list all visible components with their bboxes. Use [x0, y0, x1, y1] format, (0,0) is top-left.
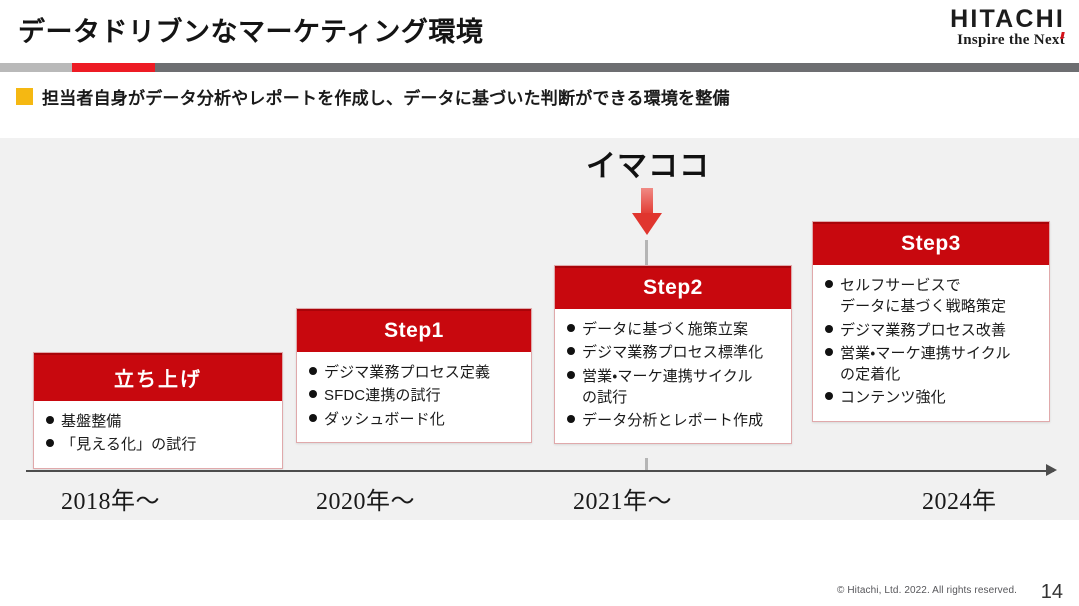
timeline-axis-arrow-icon [1046, 464, 1057, 476]
list-item-label: 営業・マーケ連携サイクル の定着化 [840, 343, 1039, 386]
list-item: セルフサービスで データに基づく戦略策定 [825, 275, 1039, 318]
bullet-dot-icon [309, 413, 317, 422]
list-item-label: セルフサービスで データに基づく戦略策定 [840, 275, 1039, 318]
list-item-label: データ分析とレポート作成 [582, 412, 764, 430]
list-item: 基盤整備 [46, 411, 272, 432]
header-divider-bar [0, 63, 1079, 72]
list-item-line2: の定着化 [840, 366, 901, 384]
step2-axis-connector-line [645, 458, 648, 471]
list-item: 「見える化」の試行 [46, 434, 272, 455]
list-item: データに基づく施策立案 [567, 319, 781, 340]
subtitle-row: 担当者自身がデータ分析やレポートを作成し、データに基づいた判断ができる環境を整備 [16, 84, 730, 109]
bullet-dot-icon [825, 347, 833, 356]
subtitle-bullet-square-icon [16, 88, 33, 105]
timeline-year-label: 2021年〜 [573, 489, 672, 515]
list-item-line2: データに基づく戦略策定 [840, 298, 1007, 316]
list-item-line1: 営業・マーケ連携サイクル [840, 344, 1011, 362]
list-item: デジマ業務プロセス定義 [309, 362, 521, 383]
list-item: 営業・マーケ連携サイクル の定着化 [825, 343, 1039, 386]
timeline-card-step1[interactable]: Step1 デジマ業務プロセス定義 SFDC連携の試行 ダッシュボード化 [296, 308, 532, 443]
logo-wordmark: HITACHI [950, 5, 1065, 33]
list-item-label: SFDC連携の試行 [324, 387, 441, 405]
card-title: 立ち上げ [34, 353, 282, 401]
bullet-dot-icon [46, 416, 54, 424]
bullet-dot-icon [825, 324, 833, 333]
list-item-label: 「見える化」の試行 [61, 436, 197, 454]
subtitle-text: 担当者自身がデータ分析やレポートを作成し、データに基づいた判断ができる環境を整備 [42, 89, 730, 108]
card-body: セルフサービスで データに基づく戦略策定 デジマ業務プロセス改善 営業・マーケ連… [813, 265, 1049, 421]
timeline-card-launch[interactable]: 立ち上げ 基盤整備 「見える化」の試行 [33, 352, 283, 469]
list-item: デジマ業務プロセス標準化 [567, 342, 781, 363]
divider-segment-light [0, 63, 72, 72]
divider-segment-dark [155, 63, 1079, 72]
arrow-shaft [641, 188, 653, 214]
bullet-dot-icon [567, 347, 575, 356]
bullet-dot-icon [567, 415, 575, 424]
timeline-year-label: 2020年〜 [316, 489, 415, 515]
list-item: SFDC連携の試行 [309, 385, 521, 406]
bullet-dot-icon [567, 324, 575, 332]
list-item-label: デジマ業務プロセス改善 [840, 321, 1007, 339]
timeline-card-step2[interactable]: Step2 データに基づく施策立案 デジマ業務プロセス標準化 営業・マーケ連携サ… [554, 265, 792, 445]
logo-tagline: Inspire the Next [957, 32, 1065, 49]
bullet-dot-icon [46, 439, 54, 448]
card-title: Step1 [297, 309, 531, 352]
list-item-label: コンテンツ強化 [840, 389, 946, 407]
bullet-dot-icon [309, 390, 317, 399]
card-body: 基盤整備 「見える化」の試行 [34, 401, 282, 468]
timeline-axis [26, 470, 1054, 472]
bullet-dot-icon [309, 367, 317, 375]
page-title: データドリブンなマーケティング環境 [18, 17, 484, 47]
bullet-dot-icon [825, 280, 833, 288]
list-item: デジマ業務プロセス改善 [825, 320, 1039, 341]
bullet-dot-icon [567, 370, 575, 379]
list-item-label: 営業・マーケ連携サイクル の試行 [582, 366, 781, 409]
list-item-label: デジマ業務プロセス標準化 [582, 344, 764, 362]
list-item-line2: の試行 [582, 388, 628, 406]
current-position-arrow-icon [632, 188, 662, 236]
arrow-head [632, 213, 662, 235]
list-item-label: デジマ業務プロセス定義 [324, 364, 491, 381]
hitachi-logo: HITACHI Inspire the Next [950, 6, 1065, 49]
current-position-label: イマココ [586, 150, 710, 183]
list-item: データ分析とレポート作成 [567, 410, 781, 431]
card-body: データに基づく施策立案 デジマ業務プロセス標準化 営業・マーケ連携サイクル の試… [555, 309, 791, 443]
card-title: Step3 [813, 222, 1049, 265]
list-item-label: ダッシュボード化 [324, 410, 445, 428]
list-item: 営業・マーケ連携サイクル の試行 [567, 366, 781, 409]
list-item: ダッシュボード化 [309, 409, 521, 430]
list-item: コンテンツ強化 [825, 387, 1039, 408]
timeline-year-label: 2024年 [922, 489, 997, 515]
list-item-label: 基盤整備 [61, 413, 122, 430]
bullet-dot-icon [825, 392, 833, 401]
card-title: Step2 [555, 266, 791, 309]
logo-tagline-text: Inspire the Next [957, 32, 1065, 49]
card-body: デジマ業務プロセス定義 SFDC連携の試行 ダッシュボード化 [297, 352, 531, 442]
list-item-line1: 営業・マーケ連携サイクル [582, 367, 753, 385]
timeline-year-label: 2018年〜 [61, 489, 160, 515]
divider-segment-red [72, 63, 155, 72]
list-item-label: データに基づく施策立案 [582, 321, 749, 338]
now-connector-line [645, 240, 648, 265]
page-number: 14 [1040, 581, 1063, 603]
timeline-card-step3[interactable]: Step3 セルフサービスで データに基づく戦略策定 デジマ業務プロセス改善 営… [812, 221, 1050, 422]
copyright-text: © Hitachi, Ltd. 2022. All rights reserve… [837, 585, 1017, 596]
list-item-line1: セルフサービスで [840, 277, 961, 294]
